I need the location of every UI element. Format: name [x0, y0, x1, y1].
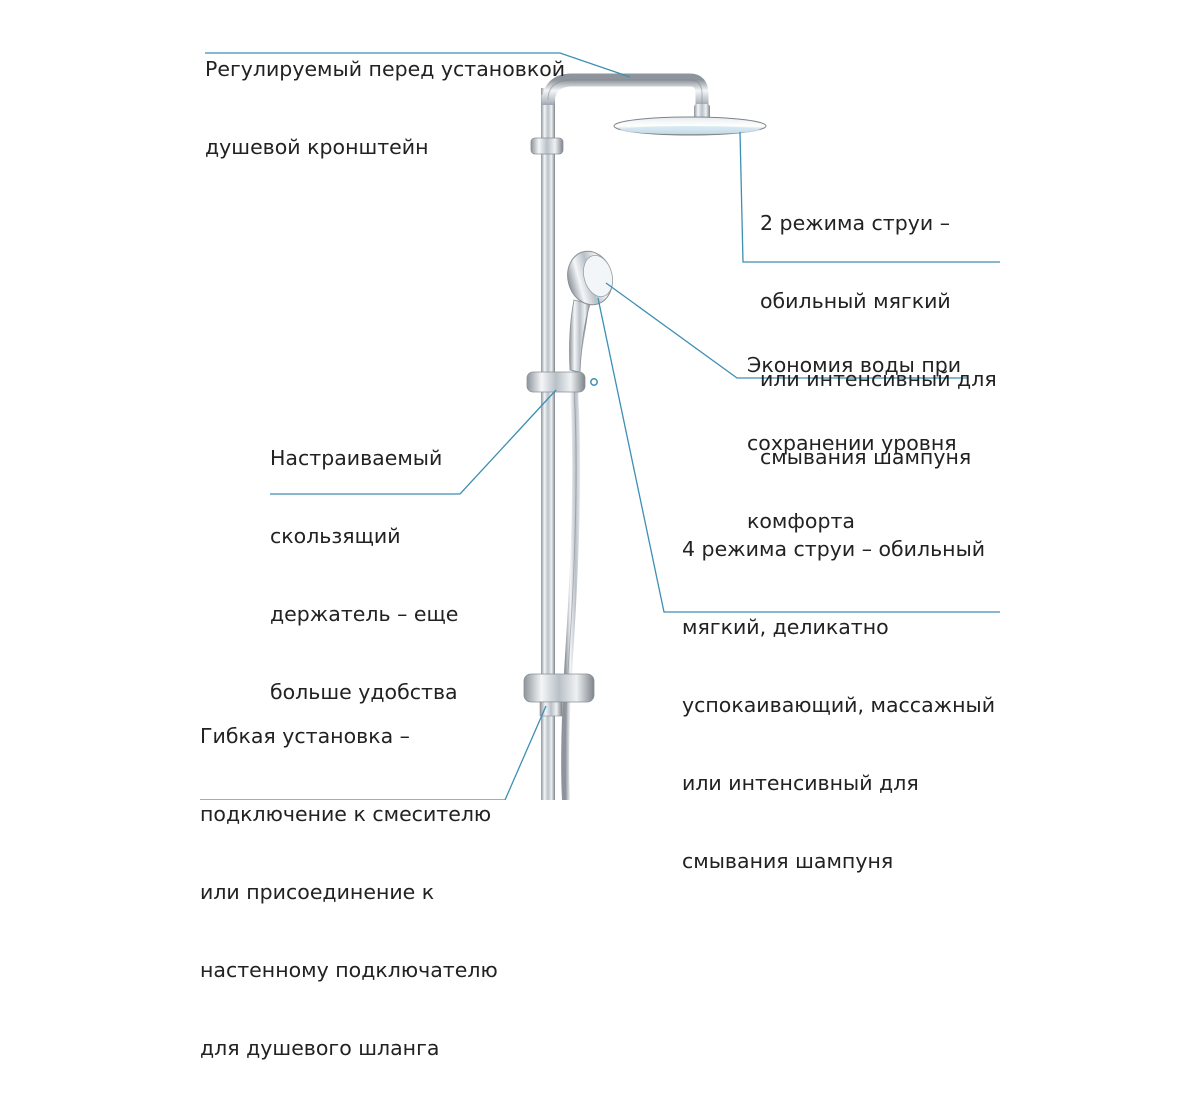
leader-hand-modes: [597, 297, 1000, 613]
callout-bracket-line: душевой кронштейн: [205, 135, 429, 159]
callout-hand-modes-line: смывания шампуня: [682, 849, 894, 873]
callout-slider-line: Настраиваемый: [270, 446, 443, 470]
callout-hand-modes-line: 4 режима струи – обильный: [682, 537, 986, 561]
callout-hand-modes-line: мягкий, деликатно: [682, 615, 889, 639]
leader-install: [200, 705, 547, 800]
callout-install-line: Гибкая установка –: [200, 724, 410, 748]
callout-bracket-line: Регулируемый перед установкой: [205, 57, 566, 81]
shower-illustration: [200, 52, 1000, 800]
callout-water-saving-line: Экономия воды при: [747, 353, 962, 377]
callout-install-line: или присоединение к: [200, 880, 435, 904]
leader-water-saving: [605, 282, 968, 379]
overhead-connector: [694, 104, 710, 120]
callout-slider-line: скользящий: [270, 524, 401, 548]
callout-head-modes-line: обильный мягкий: [760, 289, 951, 313]
callout-install-line: настенному подключателю: [200, 958, 498, 982]
riser-pipe: [541, 88, 555, 800]
callout-head-modes-line: смывания шампуня: [760, 445, 972, 469]
callout-bracket: Регулируемый перед установкой душевой кр…: [205, 4, 565, 212]
callout-water-saving: Экономия воды при сохранении уровня комф…: [747, 300, 961, 586]
callout-head-modes-line: 2 режима струи –: [760, 211, 950, 235]
callout-slider: Настраиваемый скользящий держатель – еще…: [270, 393, 458, 757]
leader-overhead: [739, 131, 1000, 263]
hand-shower-handle: [569, 299, 591, 373]
leader-lines: [200, 52, 1000, 800]
callout-install-line: подключение к смесителю: [200, 802, 492, 826]
leader-bracket: [205, 52, 631, 78]
leader-slider: [270, 389, 557, 495]
callout-hand-modes: 4 режима струи – обильный мягкий, делика…: [682, 484, 995, 926]
callout-install: Гибкая установка – подключение к смесите…: [200, 671, 498, 1113]
callout-hand-modes-line: или интенсивный для: [682, 771, 919, 795]
callout-slider-line: держатель – еще: [270, 602, 459, 626]
diverter: [523, 673, 595, 703]
callout-head-modes: 2 режима струи – обильный мягкий или инт…: [760, 158, 997, 522]
callout-hand-modes-line: успокаивающий, массажный: [682, 693, 996, 717]
callout-water-saving-line: комфорта: [747, 509, 855, 533]
callout-slider-line: больше удобства: [270, 680, 458, 704]
upper-clamp: [530, 137, 564, 155]
shower-system-diagram: Регулируемый перед установкой душевой кр…: [200, 4, 1000, 1060]
callout-install-line: для душевого шланга: [200, 1036, 440, 1060]
shower-arm: [541, 73, 709, 110]
callout-water-saving-line: сохранении уровня: [747, 431, 957, 455]
sliding-holder: [526, 371, 586, 393]
callout-head-modes-line: или интенсивный для: [760, 367, 997, 391]
